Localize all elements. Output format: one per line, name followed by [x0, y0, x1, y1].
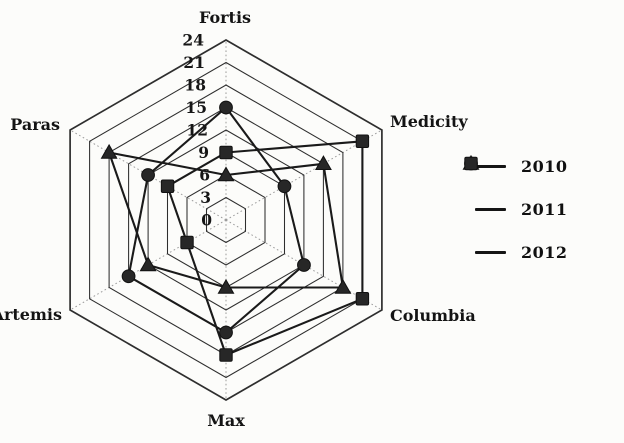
radial-tick-label: 12 [186, 121, 208, 140]
radial-tick-label: 24 [182, 31, 204, 50]
circle-marker-icon-2011-paras [141, 168, 155, 182]
axis-line-medicity [225, 129, 383, 221]
radial-tick-label: 3 [200, 188, 211, 207]
square-glyph [464, 156, 478, 171]
circle-marker-icon-2011-fortis [219, 100, 233, 115]
axis-line-artemis [69, 219, 227, 311]
legend-item-2012: 2012 [461, 156, 568, 264]
radial-tick-label: 0 [201, 211, 212, 230]
radial-tick-label: 21 [183, 53, 205, 72]
axis-label-columbia: Columbia [390, 306, 476, 325]
square-marker-icon-2012-artemis [180, 235, 194, 250]
legend-line [475, 164, 506, 168]
axis-label-medicity: Medicity [390, 112, 468, 131]
square-marker-icon-2012-paras [160, 179, 175, 193]
triangle-marker-icon-2010-paras [100, 143, 118, 159]
legend-line [475, 207, 506, 211]
square-marker-icon-2012-columbia [355, 292, 370, 306]
triangle-marker-icon-2010-artemis [139, 256, 157, 272]
square-marker-icon-2012-fortis [219, 145, 233, 160]
legend: 2010 2011 2012 [461, 154, 568, 264]
legend-label: 2011 [521, 199, 568, 219]
triangle-marker-icon-2010-fortis [217, 166, 235, 182]
legend-item-2011: 2011 [461, 156, 568, 221]
axis-label-paras: Paras [10, 115, 60, 134]
grid-ring [69, 39, 383, 401]
axis-line-columbia [225, 219, 383, 311]
axis-label-max: Max [207, 411, 245, 430]
circle-marker-icon-2011-artemis [121, 269, 136, 284]
radial-tick-label: 6 [199, 166, 210, 185]
square-marker-icon-2012-max [219, 348, 233, 362]
triangle-marker-icon-2010-medicity [314, 155, 332, 171]
square-marker-icon-2012-medicity [355, 134, 370, 148]
radial-tick-label: 18 [184, 76, 206, 95]
axis-label-fortis: Fortis [199, 8, 251, 27]
triangle-marker-icon-2010-columbia [334, 278, 352, 294]
radial-tick-label: 15 [185, 98, 207, 117]
legend-label: 2010 [521, 156, 568, 176]
circle-marker-icon-2011-columbia [297, 258, 311, 272]
square-marker-icon [464, 156, 478, 171]
grid-ring [205, 196, 247, 244]
axis-label-artemis: Artemis [0, 305, 62, 324]
grid-ring [186, 174, 266, 266]
circle-marker-icon-2011-max [219, 325, 233, 340]
legend-label: 2012 [521, 242, 568, 262]
triangle-marker-icon-2010-max [217, 278, 235, 294]
circle-marker-icon-2011-medicity [277, 179, 292, 194]
legend-line [475, 250, 506, 254]
radial-tick-label: 9 [198, 143, 209, 162]
series-line-2011 [127, 106, 305, 334]
axis-line-paras [69, 129, 227, 221]
